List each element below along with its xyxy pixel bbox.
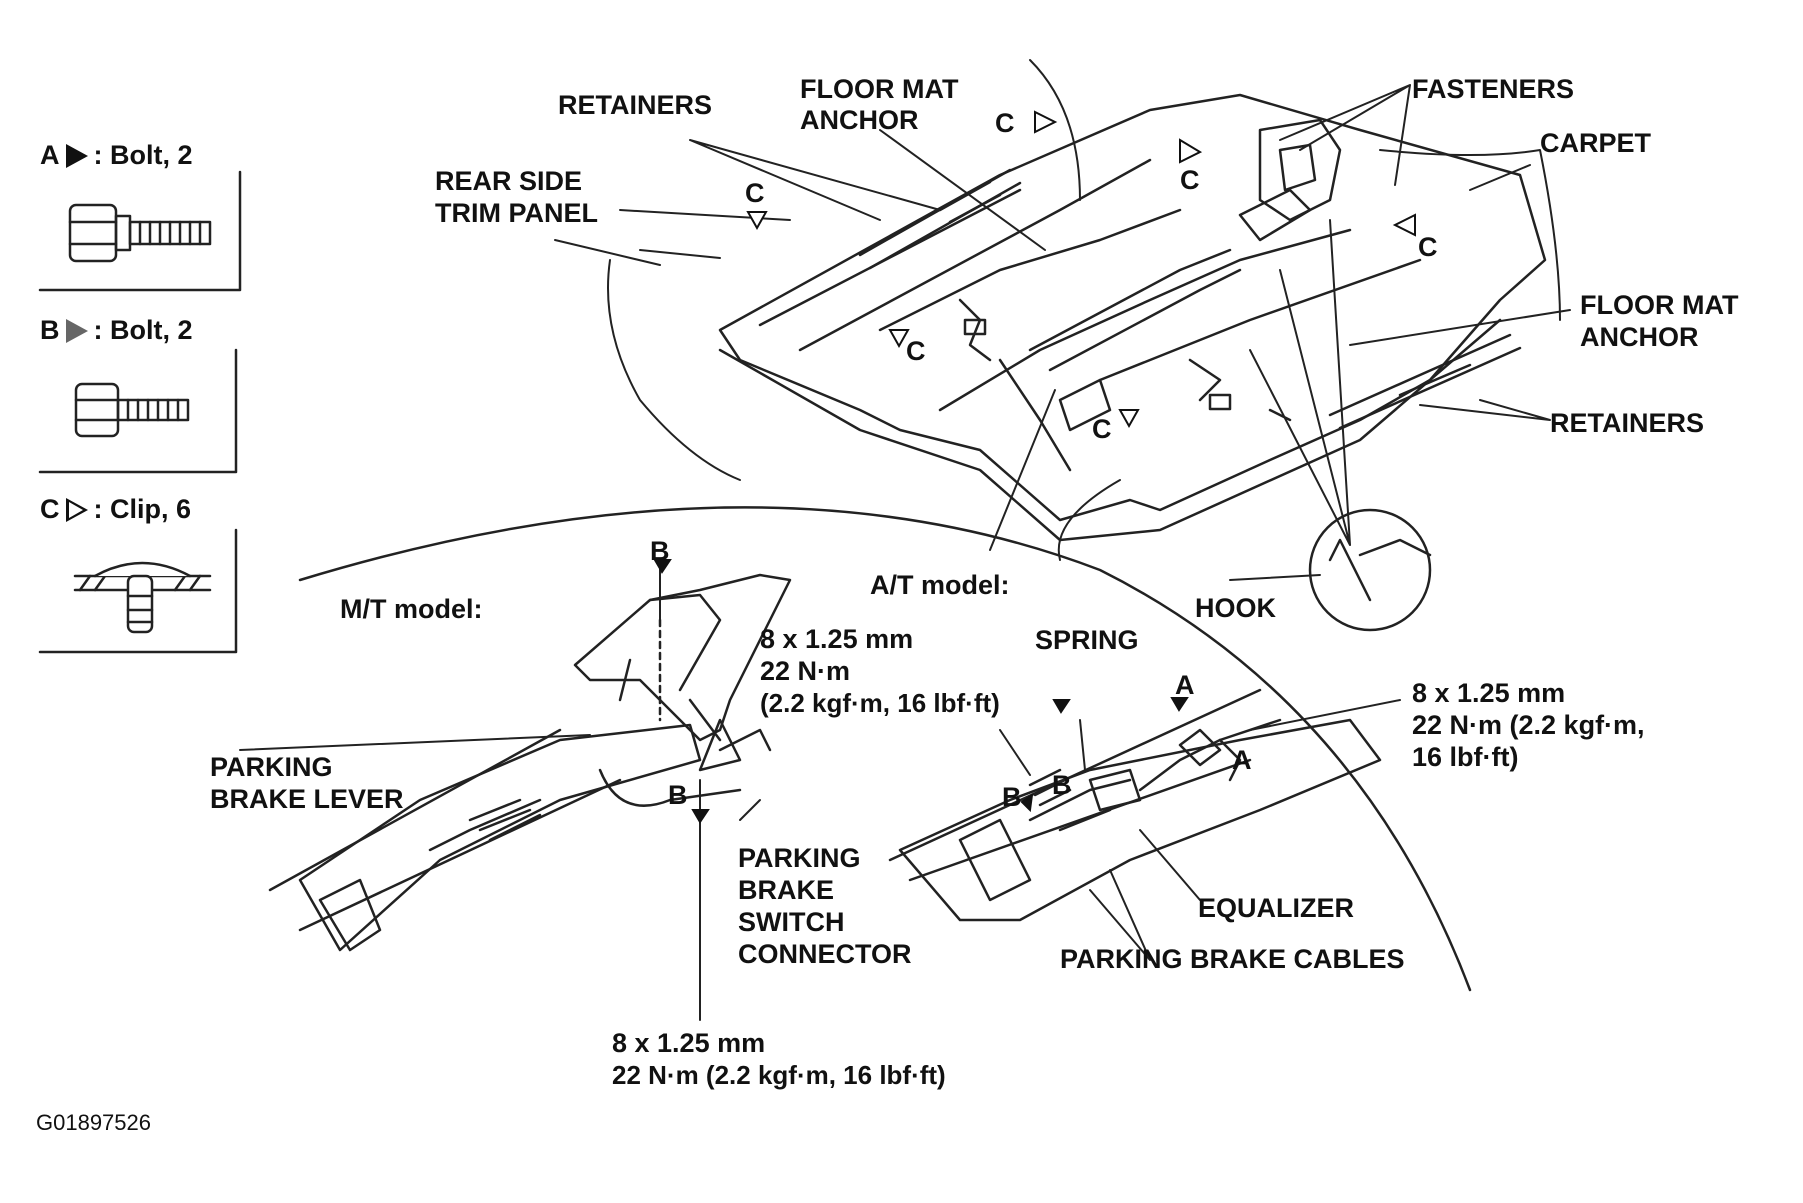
label-parking-brake-cables: PARKING BRAKE CABLES — [1060, 944, 1405, 974]
label-floor-mat-anchor-right-2: ANCHOR — [1580, 322, 1699, 352]
legend-b-letter: B — [40, 315, 60, 345]
shaded-triangle-icon — [65, 318, 88, 343]
label-torque-at-1: 8 x 1.25 mm — [1412, 678, 1566, 708]
open-triangle-icon — [65, 497, 88, 522]
callout-a-at-top: A — [1175, 670, 1195, 700]
label-floor-mat-anchor-top-2: ANCHOR — [800, 105, 919, 135]
callout-c-2: C — [1180, 165, 1200, 195]
a-marker-at — [1170, 697, 1189, 712]
label-switch-connector-4: CONNECTOR — [738, 939, 912, 969]
bolt-hex-icon — [74, 382, 190, 438]
legend-box-b — [38, 348, 238, 474]
clip-icon — [73, 561, 212, 634]
callout-b-mt-top: B — [650, 536, 670, 566]
parking-brake-lever-shape — [573, 573, 792, 742]
label-parking-brake-lever-1: PARKING — [210, 752, 333, 782]
callout-c-4: C — [745, 178, 765, 208]
retainer-strips-right — [1328, 333, 1522, 430]
b-marker-bottom — [691, 809, 710, 824]
label-torque-at-2: 22 N·m (2.2 kgf·m, — [1412, 710, 1645, 740]
label-switch-connector-1: PARKING — [738, 843, 861, 873]
vehicle-body-outline — [607, 59, 1561, 561]
label-mt-model: M/T model: — [340, 594, 483, 624]
label-torque-bottom-1: 8 x 1.25 mm — [612, 1028, 766, 1058]
callout-c-3: C — [1418, 232, 1438, 262]
leader-lines-at — [999, 699, 1401, 961]
label-torque-bottom-2: 22 N·m (2.2 kgf·m, 16 lbf·ft) — [612, 1060, 946, 1090]
fastener-bracket — [1258, 118, 1342, 222]
legend-a: A : Bolt, 2 — [40, 140, 193, 171]
label-floor-mat-anchor-top-1: FLOOR MAT — [800, 74, 959, 104]
at-cable-assembly — [1028, 718, 1282, 832]
label-switch-connector-3: SWITCH — [738, 907, 845, 937]
b-marker-top — [653, 559, 672, 574]
callout-c-6: C — [1092, 414, 1112, 444]
label-at-model: A/T model: — [870, 570, 1010, 600]
label-torque-mt-top-3: (2.2 kgf·m, 16 lbf·ft) — [760, 688, 1000, 718]
legend-b-text: : Bolt, 2 — [93, 315, 193, 345]
legend-box-a — [38, 170, 242, 292]
label-rear-side-trim-panel-1: REAR SIDE — [435, 166, 583, 196]
figure-code: G01897526 — [36, 1110, 151, 1135]
label-equalizer: EQUALIZER — [1198, 893, 1355, 923]
label-torque-mt-top-2: 22 N·m — [760, 656, 851, 686]
label-rear-side-trim-panel-2: TRIM PANEL — [435, 198, 598, 228]
callout-markers — [653, 559, 1189, 824]
harness-connectors — [958, 298, 1292, 422]
label-spring: SPRING — [1035, 625, 1139, 655]
retainer-strips-left — [858, 168, 1022, 270]
label-switch-connector-2: BRAKE — [738, 875, 835, 905]
label-carpet: CARPET — [1540, 128, 1652, 158]
callout-c-5: C — [906, 336, 926, 366]
callout-b-at-right: B — [1052, 770, 1072, 800]
label-retainers-right: RETAINERS — [1550, 408, 1705, 438]
legend-box-c — [38, 528, 238, 654]
legend-b: B : Bolt, 2 — [40, 315, 193, 346]
solid-triangle-icon — [65, 143, 88, 168]
b-marker-at-right — [1052, 699, 1071, 714]
label-torque-at-3: 16 lbf·ft) — [1412, 742, 1519, 772]
label-hook: HOOK — [1195, 593, 1276, 623]
callout-b-mt-bottom: B — [668, 780, 688, 810]
callout-c-1: C — [995, 108, 1015, 138]
legend-a-letter: A — [40, 140, 60, 170]
callout-b-at-left: B — [1002, 782, 1022, 812]
legend-c-letter: C — [40, 494, 60, 524]
carpet-outline — [718, 93, 1547, 542]
b-marker-at-left — [1020, 792, 1034, 813]
label-fasteners: FASTENERS — [1412, 74, 1575, 104]
legend-a-text: : Bolt, 2 — [93, 140, 193, 170]
detail-arc — [298, 506, 1472, 992]
center-console-tunnel — [1028, 188, 1312, 432]
bolt-flange-icon — [68, 203, 212, 263]
legend-c: C : Clip, 6 — [40, 494, 191, 525]
hook-detail — [1308, 508, 1432, 632]
callout-a-at-right: A — [1232, 745, 1252, 775]
mt-floor-tunnel — [268, 723, 702, 952]
label-retainers-top: RETAINERS — [558, 90, 713, 120]
mt-cable-assembly — [428, 718, 772, 852]
leader-lines-upper — [554, 84, 1571, 581]
clip-markers — [746, 110, 1416, 429]
at-floor-tunnel — [888, 688, 1382, 922]
label-torque-mt-top-1: 8 x 1.25 mm — [760, 624, 914, 654]
label-floor-mat-anchor-right-1: FLOOR MAT — [1580, 290, 1739, 320]
label-parking-brake-lever-2: BRAKE LEVER — [210, 784, 404, 814]
legend-c-text: : Clip, 6 — [93, 494, 192, 524]
